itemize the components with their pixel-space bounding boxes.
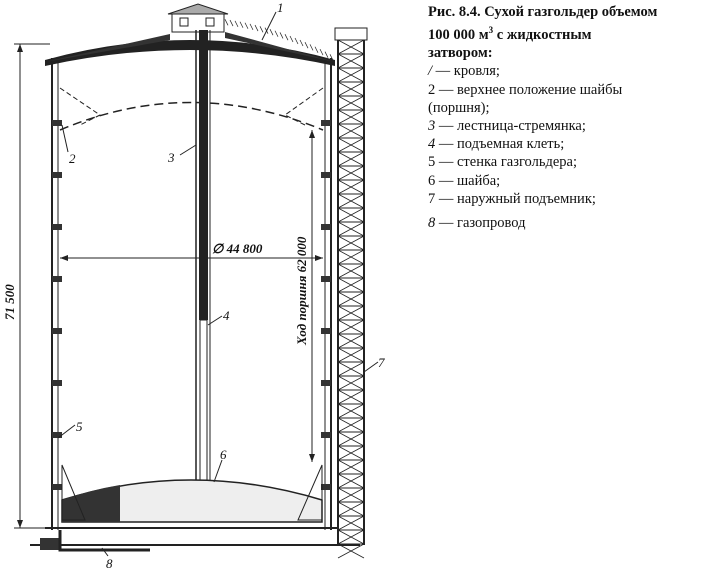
tank-wall xyxy=(45,58,338,530)
legend-item: / — кровля; xyxy=(428,63,500,80)
legend-item: 3 — лестница-стремянка; xyxy=(428,118,586,135)
label-7: 7 xyxy=(378,355,385,370)
roof-railing xyxy=(224,19,334,61)
stroke-label: Ход поршня 62 000 xyxy=(294,236,309,346)
label-5: 5 xyxy=(76,419,83,434)
diameter-label: ∅ 44 800 xyxy=(212,241,263,256)
label-6: 6 xyxy=(220,447,227,462)
central-ladder xyxy=(195,30,211,481)
piston-upper-position xyxy=(59,101,324,131)
label-1: 1 xyxy=(277,0,284,15)
gas-pipe xyxy=(58,530,150,552)
height-dimension: 71 500 xyxy=(2,43,50,529)
legend-item: 2 — верхнее положение шайбы xyxy=(428,81,623,98)
external-lift-tower xyxy=(334,27,368,559)
label-3: 3 xyxy=(167,150,175,165)
label-2: 2 xyxy=(69,151,76,166)
legend-item: 7 — наружный подъемник; xyxy=(428,190,596,207)
legend-item: 8 — газопровод xyxy=(428,215,526,232)
label-8: 8 xyxy=(106,556,113,571)
stroke-dimension: Ход поршня 62 000 xyxy=(294,130,315,462)
legend-item: 5 — стенка газгольдера; xyxy=(428,154,577,171)
diameter-dimension: ∅ 44 800 xyxy=(60,241,323,261)
wall-brackets xyxy=(52,120,331,490)
caption-title: Рис. 8.4. Сухой газгольдер объемом 100 0… xyxy=(428,4,658,62)
figure-caption: Рис. 8.4. Сухой газгольдер объемом 100 0… xyxy=(428,3,713,232)
gasholder-diagram: ∅ 44 800 71 500 Ход поршня 62 000 1 2 3 … xyxy=(2,0,385,571)
roof-lantern xyxy=(167,3,229,33)
height-label: 71 500 xyxy=(2,284,17,320)
legend-item: 4 — подъемная клеть; xyxy=(428,136,565,153)
legend-item: 6 — шайба; xyxy=(428,172,501,189)
foundation-left xyxy=(40,538,60,550)
legend-item: (поршня); xyxy=(428,99,490,116)
label-4: 4 xyxy=(223,308,230,323)
